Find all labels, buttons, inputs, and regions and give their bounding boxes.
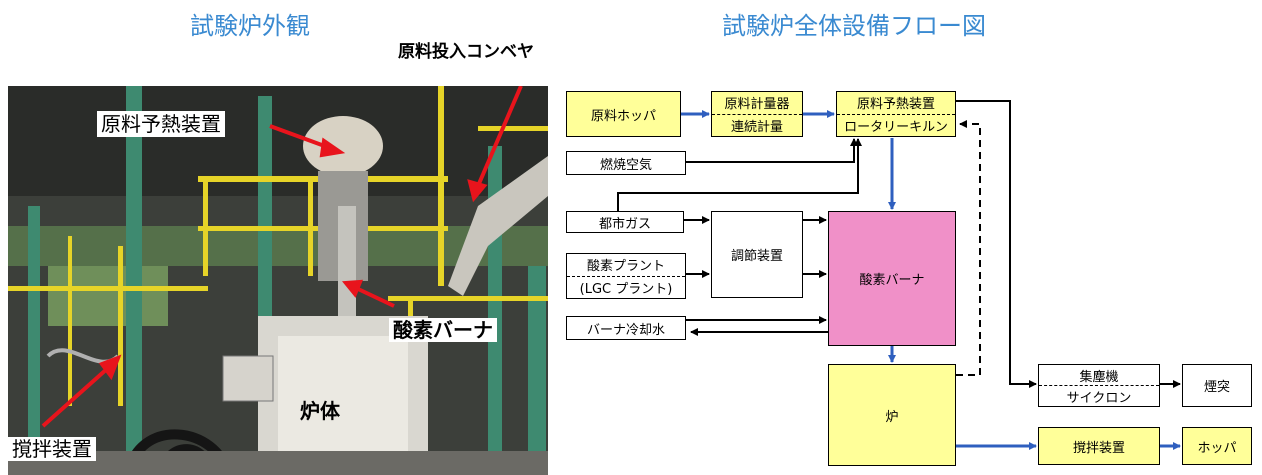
lgc-plant-label: (LGC プラント) [579, 281, 673, 297]
rotary-kiln-label: ロータリーキルン [844, 119, 948, 135]
label-stirrer: 撹拌装置 [8, 437, 96, 461]
burner-coolant: バーナ冷却水 [566, 316, 686, 340]
stirrer-device: 撹拌装置 [1038, 427, 1160, 465]
furnace: 炉 [828, 364, 956, 466]
label-furnace-body: 炉体 [300, 399, 340, 423]
oxygen-plant-label: 酸素プラント [567, 254, 685, 277]
preheater-label: 原料予熱装置 [837, 92, 955, 115]
meter-label: 原料計量器 [712, 92, 802, 115]
raw-material-hopper: 原料ホッパ [566, 91, 681, 137]
city-gas: 都市ガス [566, 211, 684, 233]
photo-title: 試験炉外観 [190, 12, 310, 40]
regulator: 調節装置 [711, 211, 803, 298]
label-burner: 酸素バーナ [389, 318, 497, 342]
label-conveyor: 原料投入コンベヤ [398, 42, 534, 62]
raw-material-preheater: 原料予熱装置 ロータリーキルン [836, 91, 956, 137]
raw-material-meter: 原料計量器 連続計量 [711, 91, 803, 137]
oxygen-burner: 酸素バーナ [828, 211, 956, 346]
label-preheater: 原料予熱装置 [97, 111, 225, 137]
cyclone-label: サイクロン [1066, 390, 1132, 406]
continuous-weighing-label: 連続計量 [730, 119, 783, 135]
dust-collector-label: 集塵機 [1039, 365, 1159, 386]
flow-title: 試験炉全体設備フロー図 [722, 12, 986, 40]
dust-collector: 集塵機 サイクロン [1038, 364, 1160, 407]
furnace-photo [8, 86, 548, 475]
oxygen-plant: 酸素プラント (LGC プラント) [566, 253, 686, 299]
stack: 煙突 [1182, 364, 1252, 407]
output-hopper: ホッパ [1182, 427, 1252, 465]
combustion-air: 燃焼空気 [566, 151, 686, 175]
